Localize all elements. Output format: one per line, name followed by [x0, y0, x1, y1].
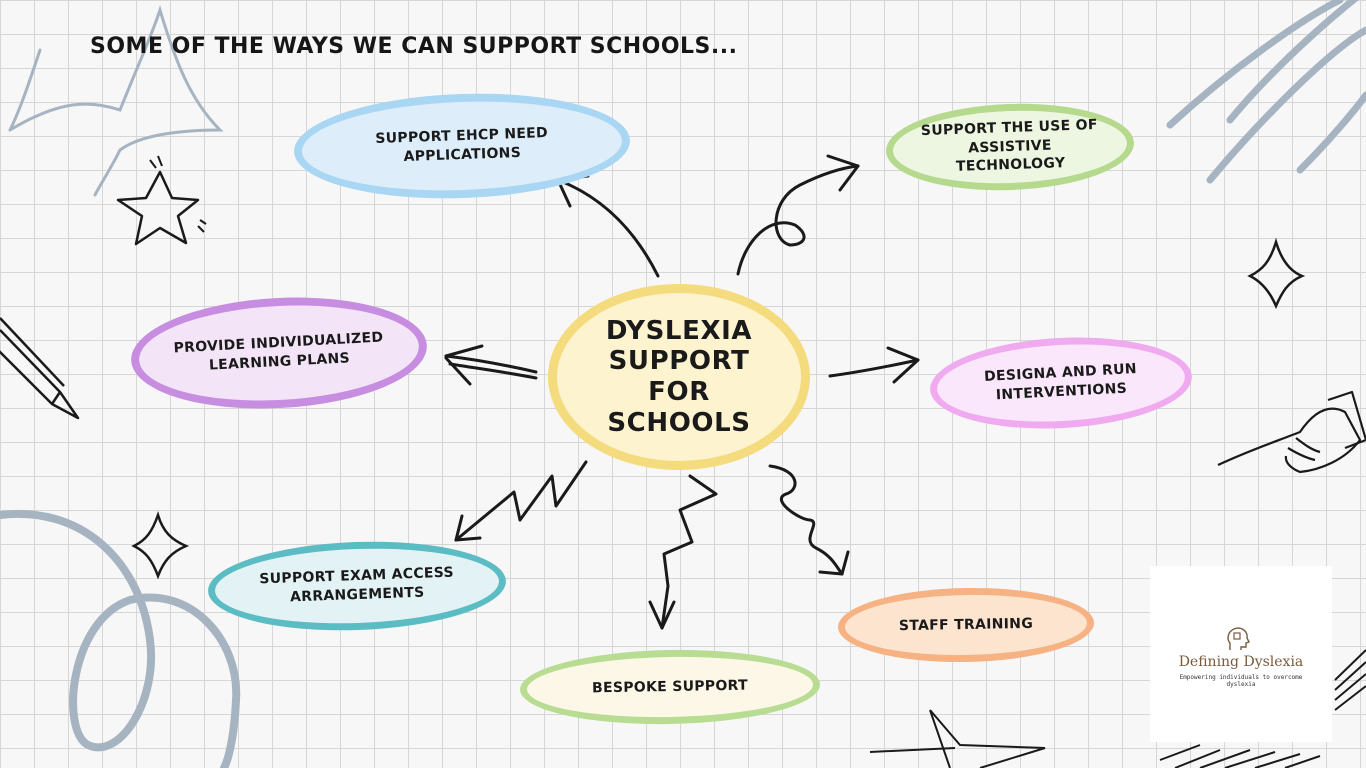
node-label: SUPPORT THE USE OF ASSISTIVE TECHNOLOGY	[920, 116, 1099, 176]
central-topic: DYSLEXIA SUPPORT FOR SCHOOLS	[548, 284, 810, 470]
diamond-sparkle-icon	[131, 510, 190, 580]
scribble-loop-icon	[1166, 0, 1366, 184]
hatching-lines-icon	[1159, 649, 1366, 768]
arrow-to-ehcp	[556, 178, 660, 278]
arrow-to-staff	[768, 464, 844, 576]
connector-arrows	[444, 154, 920, 630]
central-topic-label: DYSLEXIA SUPPORT FOR SCHOOLS	[605, 315, 753, 438]
arrow-to-ilp	[444, 354, 538, 380]
page-title: SOME OF THE WAYS WE CAN SUPPORT SCHOOLS.…	[90, 34, 738, 59]
arrow-to-exam	[454, 460, 588, 542]
brand-name: Defining Dyslexia	[1178, 654, 1304, 670]
pencil-icon	[0, 317, 80, 420]
sparkle-burst-icon	[8, 5, 224, 197]
arrow-to-bespoke	[660, 474, 718, 630]
node-label: SUPPORT EXAM ACCESS ARRANGEMENTS	[259, 564, 455, 606]
swirl-loop-icon	[0, 509, 241, 768]
node-label: SUPPORT EHCP NEED APPLICATIONS	[375, 125, 549, 166]
star-outline-icon	[869, 709, 1046, 768]
head-puzzle-icon	[1227, 627, 1250, 650]
diamond-sparkle-icon	[1247, 237, 1306, 310]
node-label: PROVIDE INDIVIDUALIZED LEARNING PLANS	[173, 329, 384, 374]
sparkle-lines-icon	[149, 155, 207, 233]
brand-logo: Defining Dyslexia Empowering individuals…	[1150, 566, 1332, 742]
brand-tagline: Empowering individuals to overcome dysle…	[1179, 674, 1303, 689]
arrow-to-assistive	[736, 164, 860, 276]
node-label: DESIGNA AND RUN INTERVENTIONS	[983, 361, 1138, 404]
node-label: STAFF TRAINING	[898, 615, 1034, 634]
star-icon	[116, 170, 200, 246]
node-label: BESPOKE SUPPORT	[591, 677, 749, 696]
arrow-to-interventions	[828, 358, 920, 378]
pointing-hand-icon	[1217, 390, 1366, 474]
